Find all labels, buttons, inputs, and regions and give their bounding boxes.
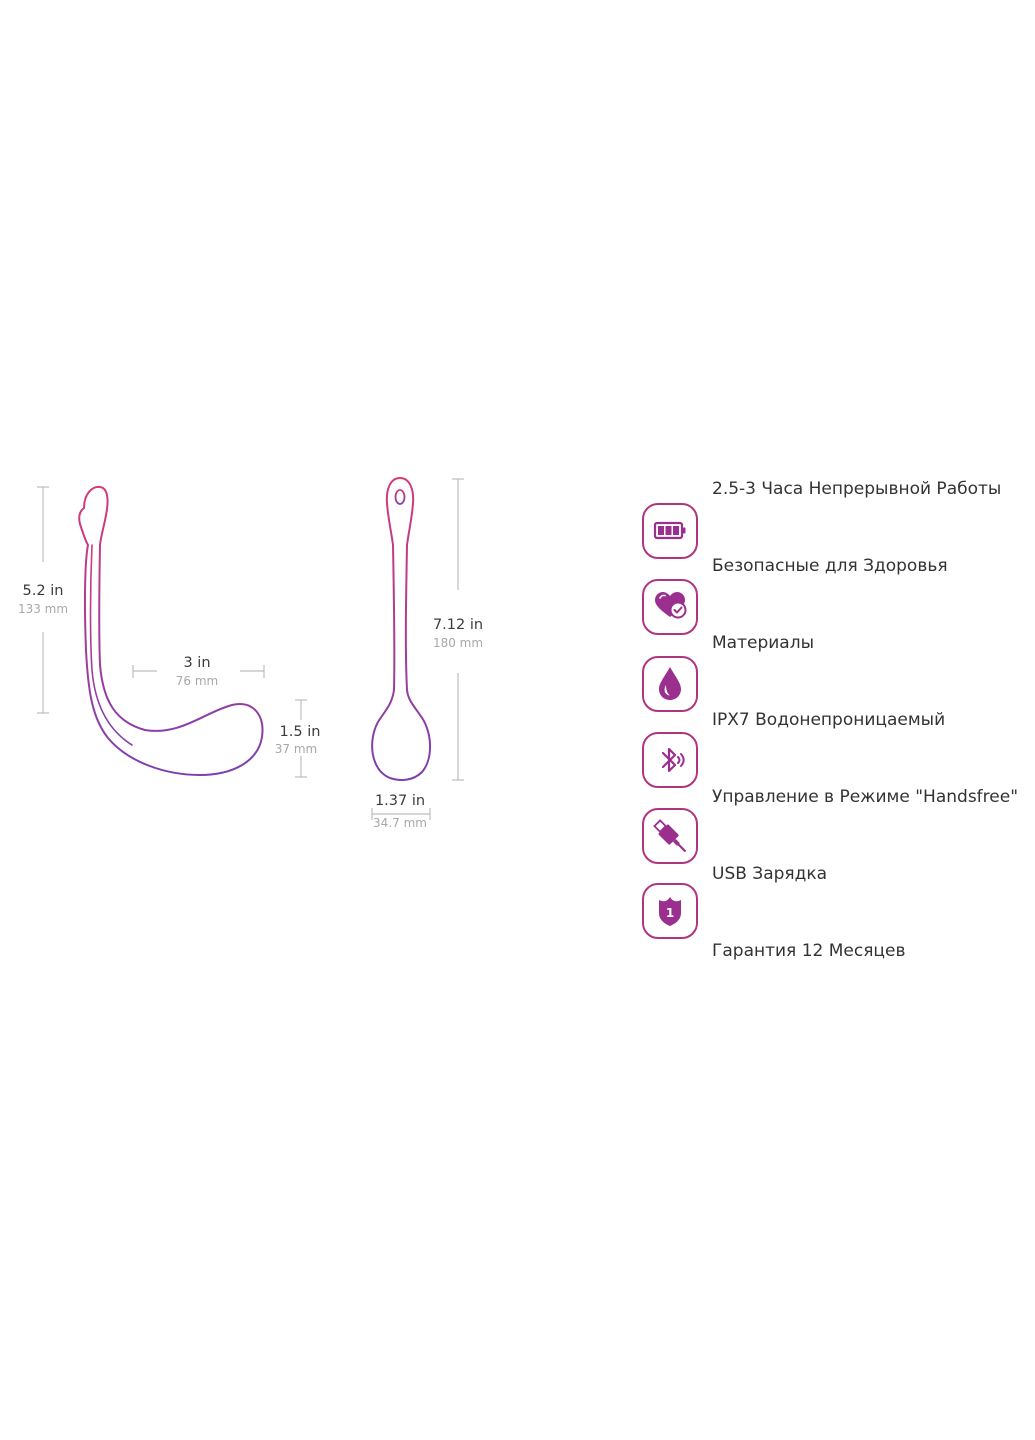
left-height-mm: 133 mm	[18, 602, 68, 616]
warranty-shield-icon: 1	[642, 883, 698, 939]
feature-label-safe-materials: Безопасные для Здоровья	[712, 556, 948, 576]
left-width-inches: 3 in	[183, 655, 210, 671]
right-width-inches: 1.37 in	[375, 793, 425, 809]
water-drop-icon	[642, 656, 698, 712]
feature-label-materials: Материалы	[712, 633, 814, 653]
right-height-mm: 180 mm	[433, 636, 483, 650]
feature-label-warranty: Гарантия 12 Месяцев	[712, 941, 906, 961]
bulb-height-inches: 1.5 in	[280, 724, 321, 740]
left-width-mm: 76 mm	[176, 674, 218, 688]
left-width-guide	[132, 665, 265, 678]
warranty-badge-number: 1	[666, 906, 674, 920]
battery-icon	[642, 503, 698, 559]
feature-label-usb-charging: USB Зарядка	[712, 864, 828, 884]
left-height-inches: 5.2 in	[23, 583, 64, 599]
feature-label-waterproof: IPX7 Водонепроницаемый	[712, 710, 946, 730]
right-product-outline	[371, 477, 432, 781]
bluetooth-icon	[642, 732, 698, 788]
bulb-height-guide	[295, 699, 307, 778]
left-product-outline	[78, 485, 264, 776]
right-height-guide	[452, 478, 464, 781]
right-width-mm: 34.7 mm	[373, 816, 427, 830]
left-height-guide	[37, 486, 49, 714]
feature-label-battery-life: 2.5-3 Часа Непрерывной Работы	[712, 479, 1002, 499]
feature-label-handsfree: Управление в Режиме "Handsfree"	[712, 787, 1019, 807]
right-height-inches: 7.12 in	[433, 617, 483, 633]
right-width-guide	[371, 808, 431, 820]
heart-check-icon	[642, 579, 698, 635]
usb-plug-icon	[642, 808, 698, 864]
bulb-height-mm: 37 mm	[275, 742, 317, 756]
